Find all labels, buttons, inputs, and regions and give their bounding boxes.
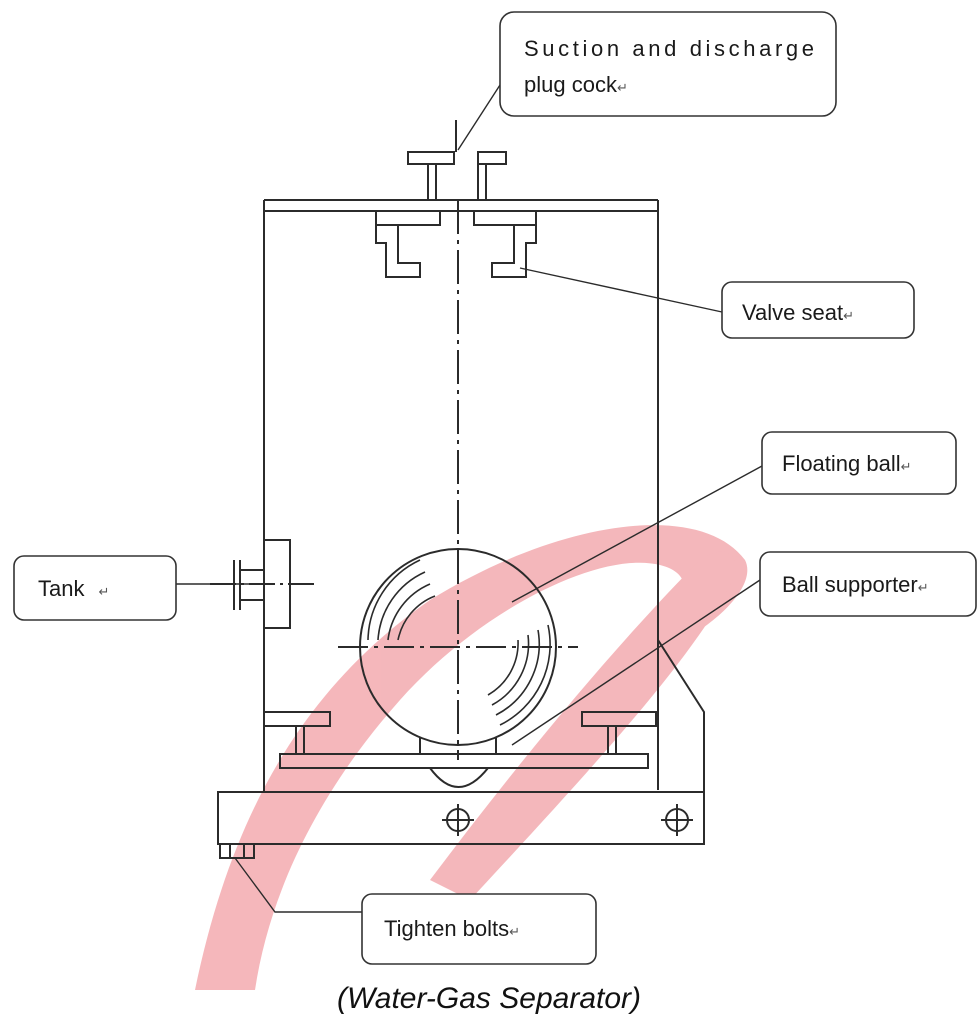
return-mark: ↵: [617, 80, 628, 95]
leader-floating-ball: [511, 465, 763, 603]
tighten-bolts-label: Tighten bolts: [384, 916, 509, 941]
leader-suction: [457, 84, 501, 151]
return-mark: ↵: [98, 584, 109, 599]
return-mark: ↵: [843, 308, 854, 323]
floating-ball: [338, 548, 578, 746]
callout-ball-supporter-box: [759, 551, 977, 617]
valve-seat-label: Valve seat: [742, 300, 843, 325]
leader-lines: [176, 84, 763, 913]
leader-tighten-bolts: [234, 857, 362, 913]
callout-tank-box: [13, 555, 177, 621]
svg-text:Ball supporter↵: Ball supporter↵: [782, 572, 929, 597]
plug-cock: [407, 120, 507, 200]
ball-supporter: [263, 711, 657, 788]
return-mark: ↵: [918, 580, 929, 595]
return-mark: ↵: [901, 459, 912, 474]
diagram-caption: (Water-Gas Separator): [337, 982, 641, 1015]
suction-label-line1: Suction and discharge: [524, 36, 814, 61]
leader-valve-seat: [519, 267, 723, 313]
svg-text:plug cock↵: plug cock↵: [524, 72, 628, 97]
suction-label-line2: plug cock: [524, 72, 618, 97]
tank-label: Tank: [38, 576, 85, 601]
callout-valve-seat-box: [721, 281, 915, 339]
callout-floating-ball-box: [761, 431, 957, 495]
base-frame: [217, 639, 705, 859]
return-mark: ↵: [509, 924, 520, 939]
floating-ball-label: Floating ball: [782, 451, 901, 476]
callout-suction-box: [499, 11, 837, 117]
svg-text:Tank↵: Tank ↵: [38, 576, 109, 601]
svg-text:Valve seat↵: Valve seat↵: [742, 300, 854, 325]
leader-ball-supporter: [511, 579, 761, 746]
callout-tighten-bolts-box: [361, 893, 597, 965]
valve-seat-brackets: [375, 211, 537, 278]
svg-text:Tighten bolts↵: Tighten bolts↵: [384, 916, 520, 941]
ball-supporter-label: Ball supporter: [782, 572, 918, 597]
svg-text:Floating ball↵: Floating ball↵: [782, 451, 912, 476]
